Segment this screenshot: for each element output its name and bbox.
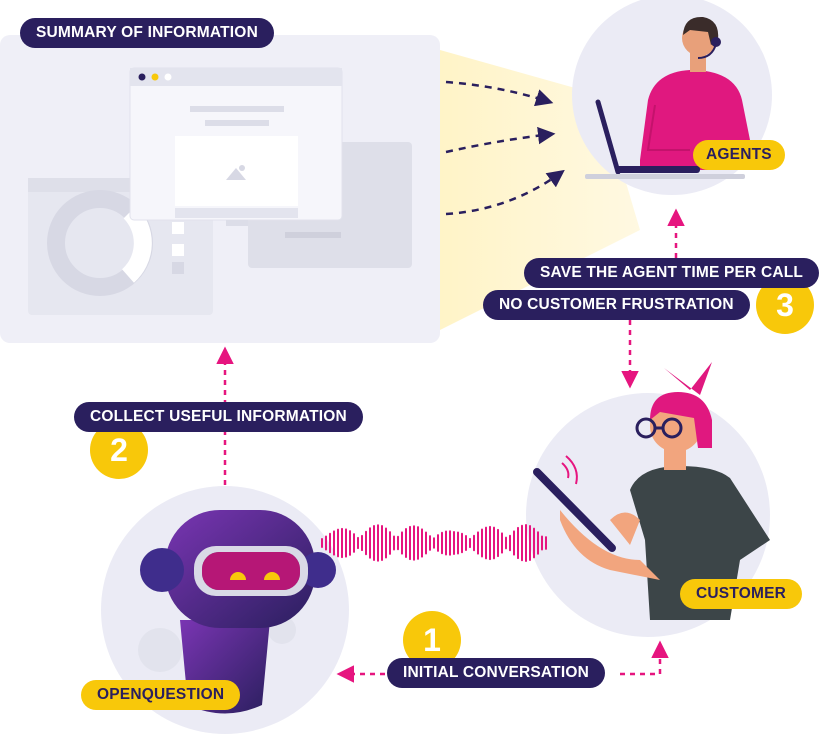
no-customer-frustration-label: NO CUSTOMER FRUSTRATION (483, 290, 750, 320)
robot-icon (138, 510, 336, 714)
collect-useful-information-label: COLLECT USEFUL INFORMATION (74, 402, 363, 432)
openquestion-label: OPENQUESTION (81, 680, 241, 710)
flow-arrows-to-agent (445, 80, 565, 216)
save-agent-time-label: SAVE THE AGENT TIME PER CALL (524, 258, 820, 288)
pink-flow-arrows (216, 208, 685, 683)
initial-conversation-label: INITIAL CONVERSATION (387, 658, 605, 688)
sound-wave-icon (321, 524, 547, 562)
summary-of-information-label: SUMMARY OF INFORMATION (20, 18, 274, 48)
dashboard-mockup-icon (0, 35, 440, 343)
agents-label: AGENTS (693, 140, 785, 170)
customer-with-tablet-icon (533, 362, 770, 620)
customer-label: CUSTOMER (680, 579, 803, 609)
